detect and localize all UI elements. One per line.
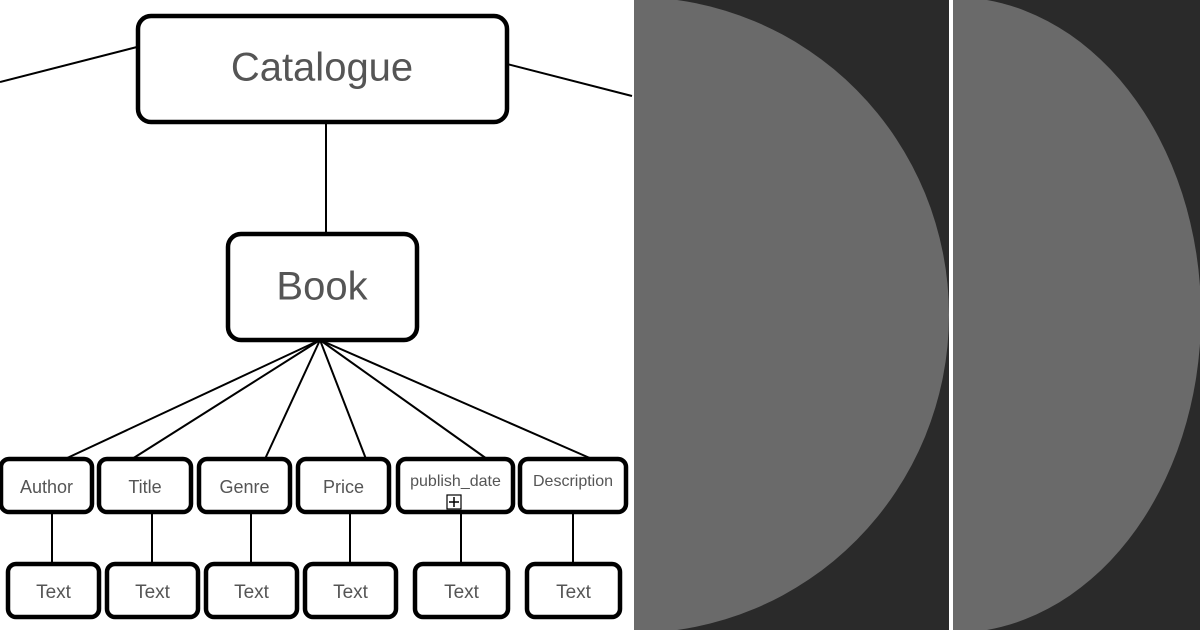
- edge-book-field: [319, 339, 367, 460]
- dark-panel-1: [634, 0, 949, 630]
- node-field-label: Price: [323, 477, 364, 497]
- node-book-label: Book: [276, 265, 368, 309]
- node-field-description[interactable]: Description: [517, 456, 629, 515]
- node-field-price[interactable]: Price: [295, 456, 392, 515]
- half-circle-shape: [953, 0, 1200, 630]
- node-field-label: Description: [533, 473, 613, 490]
- node-value-label: Text: [333, 582, 369, 603]
- node-value[interactable]: Text: [412, 561, 511, 620]
- node-field-label: Title: [128, 477, 161, 497]
- node-book[interactable]: Book: [225, 231, 420, 343]
- edge-book-field: [131, 339, 321, 460]
- node-value[interactable]: Text: [203, 561, 300, 620]
- edge-book-field: [264, 339, 321, 460]
- node-value[interactable]: Text: [302, 561, 399, 620]
- node-field-label: Genre: [219, 477, 269, 497]
- node-value-label: Text: [36, 582, 72, 603]
- node-field-author[interactable]: Author: [0, 456, 95, 515]
- node-value[interactable]: Text: [5, 561, 102, 620]
- node-value-label: Text: [556, 582, 592, 603]
- node-value[interactable]: Text: [524, 561, 623, 620]
- node-field-genre[interactable]: Genre: [196, 456, 293, 515]
- edge-book-field: [64, 339, 321, 460]
- node-field-publish_date[interactable]: publish_date: [395, 456, 516, 515]
- edge-catalogue-right: [506, 63, 633, 97]
- expand-icon[interactable]: [446, 494, 462, 510]
- node-field-title[interactable]: Title: [96, 456, 194, 515]
- half-circle-shape: [634, 0, 949, 630]
- edge-catalogue-left: [0, 46, 138, 83]
- node-value-label: Text: [444, 582, 480, 603]
- node-value-label: Text: [135, 582, 171, 603]
- node-value[interactable]: Text: [104, 561, 201, 620]
- edge-book-field: [319, 339, 593, 460]
- node-field-label: Author: [20, 477, 73, 497]
- node-field-label: publish_date: [410, 473, 501, 490]
- node-value-label: Text: [234, 582, 270, 603]
- edge-book-field: [319, 339, 488, 460]
- node-catalogue[interactable]: Catalogue: [135, 13, 510, 125]
- node-catalogue-label: Catalogue: [231, 46, 413, 90]
- dark-panel-2: [953, 0, 1200, 630]
